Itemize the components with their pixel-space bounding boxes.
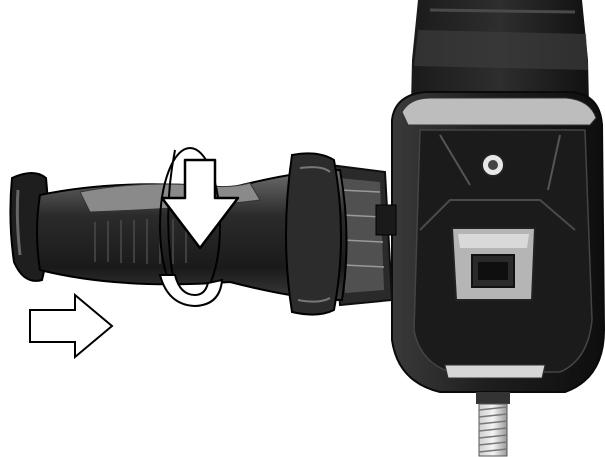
- handle-collar: [328, 163, 397, 307]
- threaded-stud: [476, 392, 510, 457]
- tool-housing: [391, 91, 605, 393]
- arrow-right-outline-icon: [29, 292, 114, 360]
- connector-port: [450, 227, 537, 301]
- rotate-clockwise-icon: [158, 147, 240, 308]
